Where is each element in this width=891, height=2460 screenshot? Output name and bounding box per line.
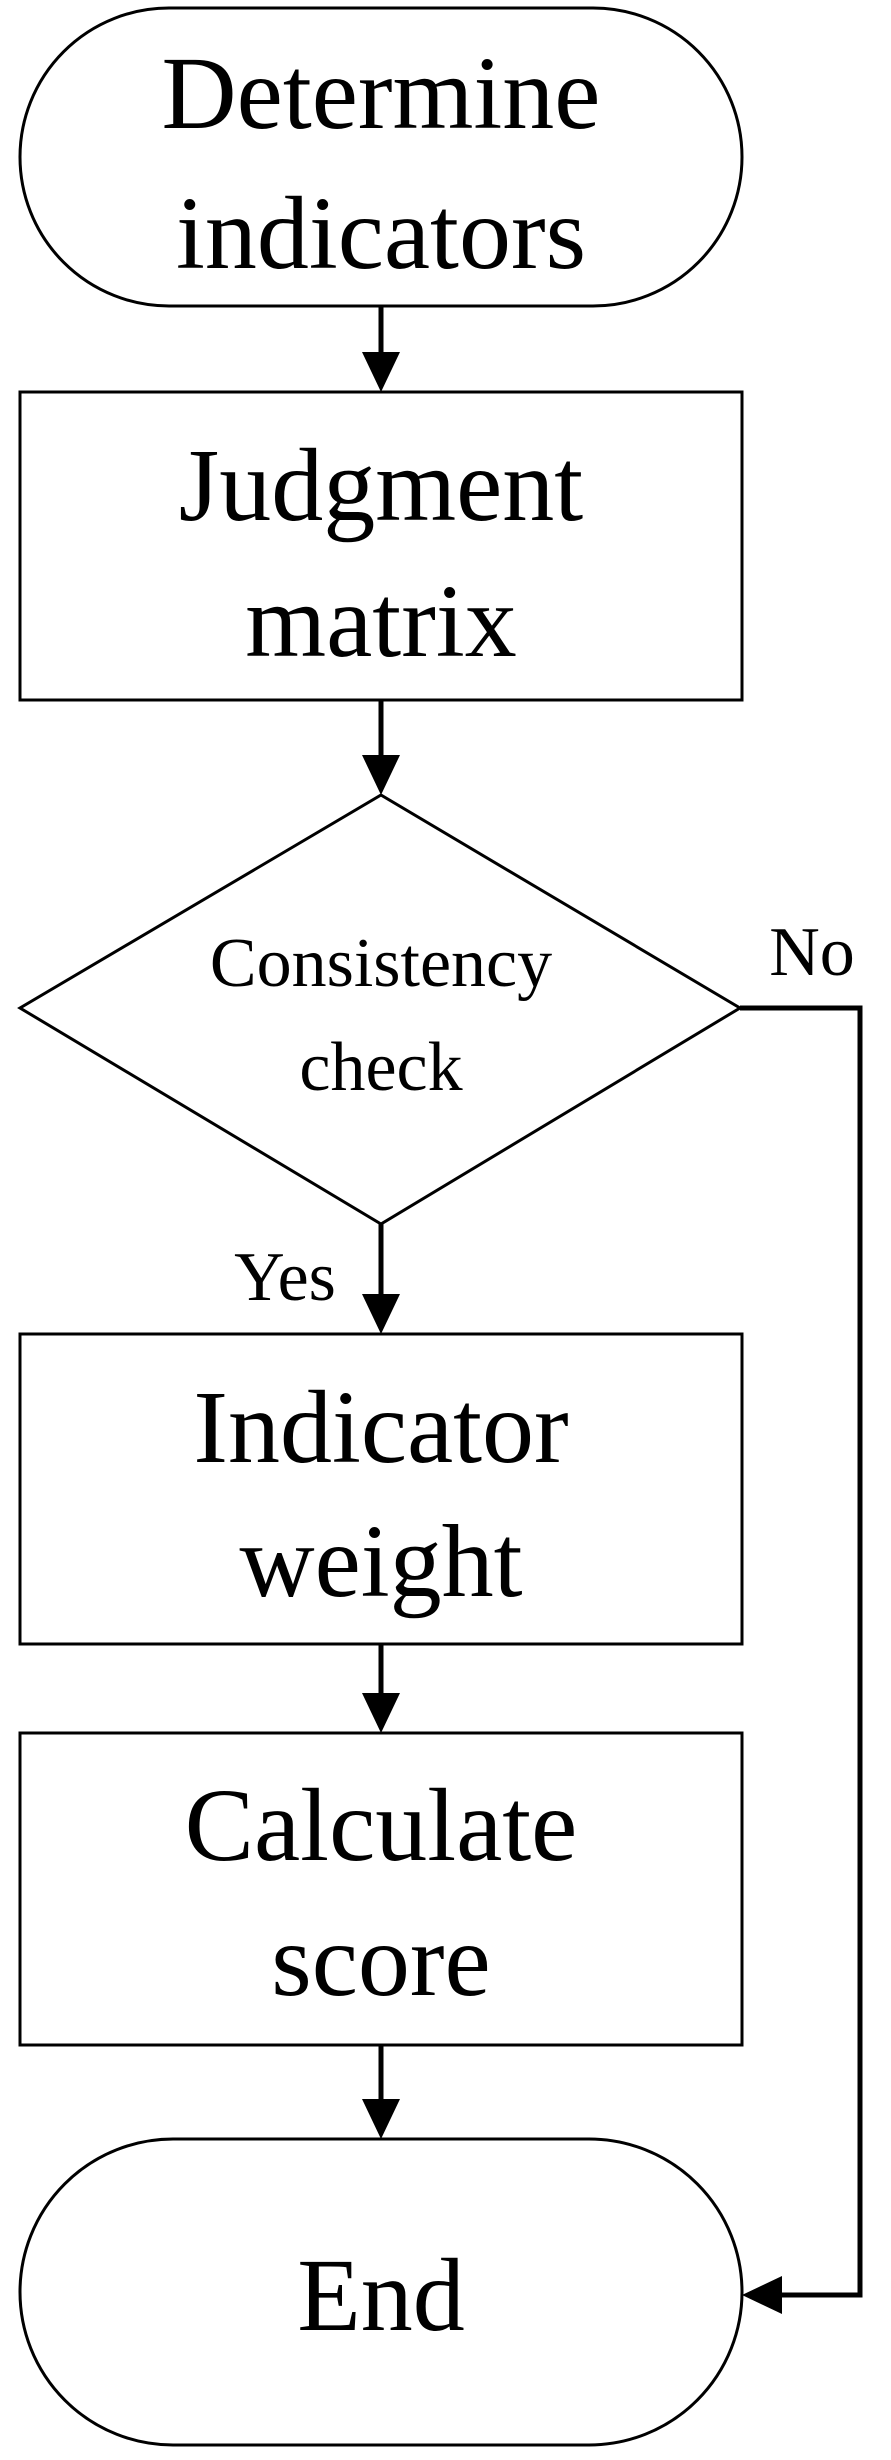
start-label-line2: indicators (176, 176, 586, 291)
calculate-score-box: Calculate score (18, 1731, 744, 2047)
weight-label-line2: weight (239, 1504, 522, 1619)
end-label: End (297, 2238, 465, 2353)
indicator-weight-box: Indicator weight (18, 1332, 744, 1646)
judgment-matrix-box: Judgment matrix (18, 390, 744, 702)
yes-branch-label: Yes (234, 1239, 336, 1316)
judgment-label-line1: Judgment (179, 428, 584, 543)
consistency-check-diamond: Consistency check (17, 793, 743, 1226)
start-label-line1: Determine (162, 36, 601, 151)
check-label-line1: Consistency (210, 925, 552, 1002)
end-terminator: End (18, 2137, 744, 2447)
arrow-weight-to-score (362, 1644, 400, 1733)
arrow-score-to-end (362, 2045, 400, 2139)
no-branch-label: No (769, 914, 855, 991)
arrow-start-to-judgment (362, 306, 400, 392)
arrow-yes-to-weight (362, 1224, 400, 1334)
weight-label-line1: Indicator (193, 1370, 568, 1485)
arrow-judgment-to-check (362, 700, 400, 795)
score-label-line2: score (271, 1903, 490, 2018)
score-label-line1: Calculate (185, 1768, 578, 1883)
check-label-line2: check (299, 1029, 462, 1106)
arrow-no-to-end (740, 1005, 863, 2314)
judgment-label-line2: matrix (245, 564, 516, 679)
start-terminator: Determine indicators (18, 6, 744, 308)
